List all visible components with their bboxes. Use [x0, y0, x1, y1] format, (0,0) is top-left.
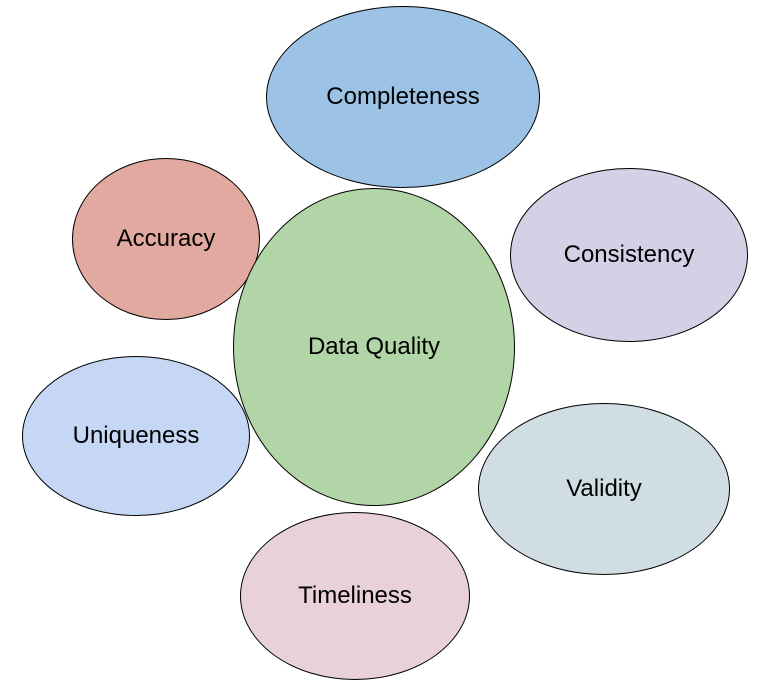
node-completeness-label: Completeness [326, 82, 480, 110]
node-uniqueness-label: Uniqueness [72, 421, 200, 449]
node-accuracy: Accuracy [72, 158, 260, 320]
node-validity-label: Validity [566, 474, 642, 502]
node-accuracy-label: Accuracy [116, 224, 216, 252]
node-timeliness-label: Timeliness [298, 581, 412, 609]
node-consistency-label: Consistency [563, 240, 695, 268]
node-completeness: Completeness [266, 6, 540, 188]
node-uniqueness: Uniqueness [22, 356, 250, 516]
node-data-quality-center: Data Quality [233, 188, 515, 506]
node-validity: Validity [478, 403, 730, 575]
node-timeliness: Timeliness [240, 512, 470, 680]
node-consistency: Consistency [510, 168, 748, 342]
node-data-quality-label: Data Quality [307, 332, 441, 360]
